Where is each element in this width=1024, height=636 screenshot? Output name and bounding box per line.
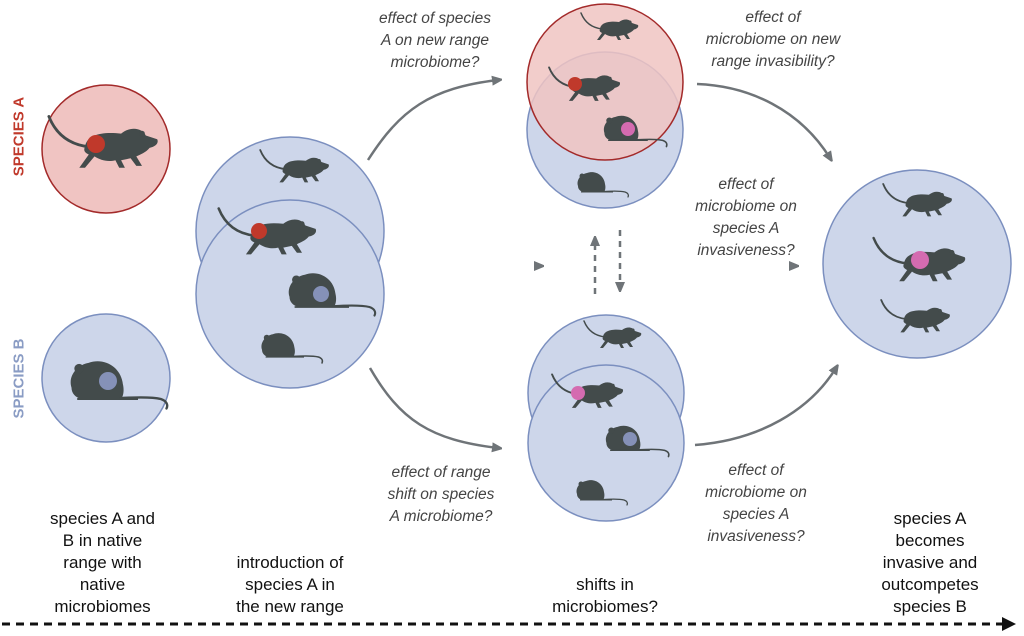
question-line: invasiveness? [707, 528, 805, 545]
microbiome-b-dot [313, 286, 329, 302]
microbiome-a-dot [87, 135, 105, 153]
stage-line: native [79, 575, 126, 594]
question-microbiome-on-invasiveness-middle: effect of microbiome on species A invasi… [676, 174, 816, 262]
stage-line: the new range [236, 597, 344, 616]
arrow-to-top [366, 80, 498, 161]
question-line: A microbiome? [389, 508, 493, 525]
question-range-shift-on-microbiome: effect of range shift on species A micro… [366, 462, 516, 528]
stage-line: range with [63, 553, 142, 572]
stage-line: microbiomes? [552, 597, 658, 616]
question-line: species A [722, 506, 790, 523]
arrow-top-to-final [696, 82, 830, 158]
question-line: range invasibility? [711, 53, 835, 70]
stage-line: species A [893, 509, 967, 528]
microbiome-b-dot [623, 432, 637, 446]
question-species-a-on-microbiome: effect of species A on new range microbi… [360, 8, 510, 74]
stage-line: species A and [50, 509, 155, 528]
question-line: microbiome on [705, 484, 807, 501]
microbiome-a-dot [251, 223, 267, 239]
question-line: effect of [728, 462, 784, 479]
question-microbiome-on-invasibility: effect of microbiome on new range invasi… [693, 7, 853, 73]
stage-line: shifts in [576, 575, 634, 594]
question-line: species A [712, 220, 780, 237]
question-line: invasiveness? [697, 242, 795, 259]
stage-label-shifts: shifts in microbiomes? [535, 574, 675, 618]
stage-line: B in native [62, 531, 143, 550]
stage-line: microbiomes [54, 597, 151, 616]
invasive-outcome-circle [822, 169, 1012, 359]
question-line: effect of species [378, 10, 491, 27]
stage-line: introduction of [236, 553, 344, 572]
introduction-venn [195, 136, 385, 389]
question-line: A on new range [380, 32, 489, 49]
stage-label-native: species A and B in native range with nat… [30, 508, 175, 618]
shift-bottom-venn [527, 314, 685, 522]
microbiome-shifted-dot [911, 251, 929, 269]
microbiome-shifted-dot [571, 386, 585, 400]
stage-label-invasive: species A becomes invasive and outcompet… [860, 508, 1000, 618]
shift-top-venn [526, 3, 684, 209]
arrow-bottom-to-final [694, 368, 836, 447]
question-line: shift on species [387, 486, 495, 503]
arrow-to-bottom [368, 367, 498, 448]
species-b-label: SPECIES B [10, 338, 28, 419]
stage-line: becomes [895, 531, 965, 550]
question-microbiome-on-invasiveness-bottom: effect of microbiome on species A invasi… [686, 460, 826, 548]
question-line: microbiome on new [705, 31, 841, 48]
species-a-native-circle [41, 84, 171, 214]
microbiome-a-dot [568, 77, 582, 91]
species-a-label: SPECIES A [10, 96, 28, 177]
species-b-native-circle [41, 313, 171, 443]
microbiome-b-dot [99, 372, 117, 390]
stage-line: species B [893, 597, 967, 616]
stage-line: outcompetes [881, 575, 979, 594]
stage-line: invasive and [882, 553, 978, 572]
question-line: microbiome? [390, 54, 480, 71]
stage-label-introduction: introduction of species A in the new ran… [215, 552, 365, 618]
microbiome-shifted-dot [621, 122, 635, 136]
stage-line: species A in [245, 575, 335, 594]
question-line: effect of [745, 9, 801, 26]
question-line: microbiome on [695, 198, 797, 215]
question-line: effect of range [391, 464, 491, 481]
question-line: effect of [718, 176, 774, 193]
